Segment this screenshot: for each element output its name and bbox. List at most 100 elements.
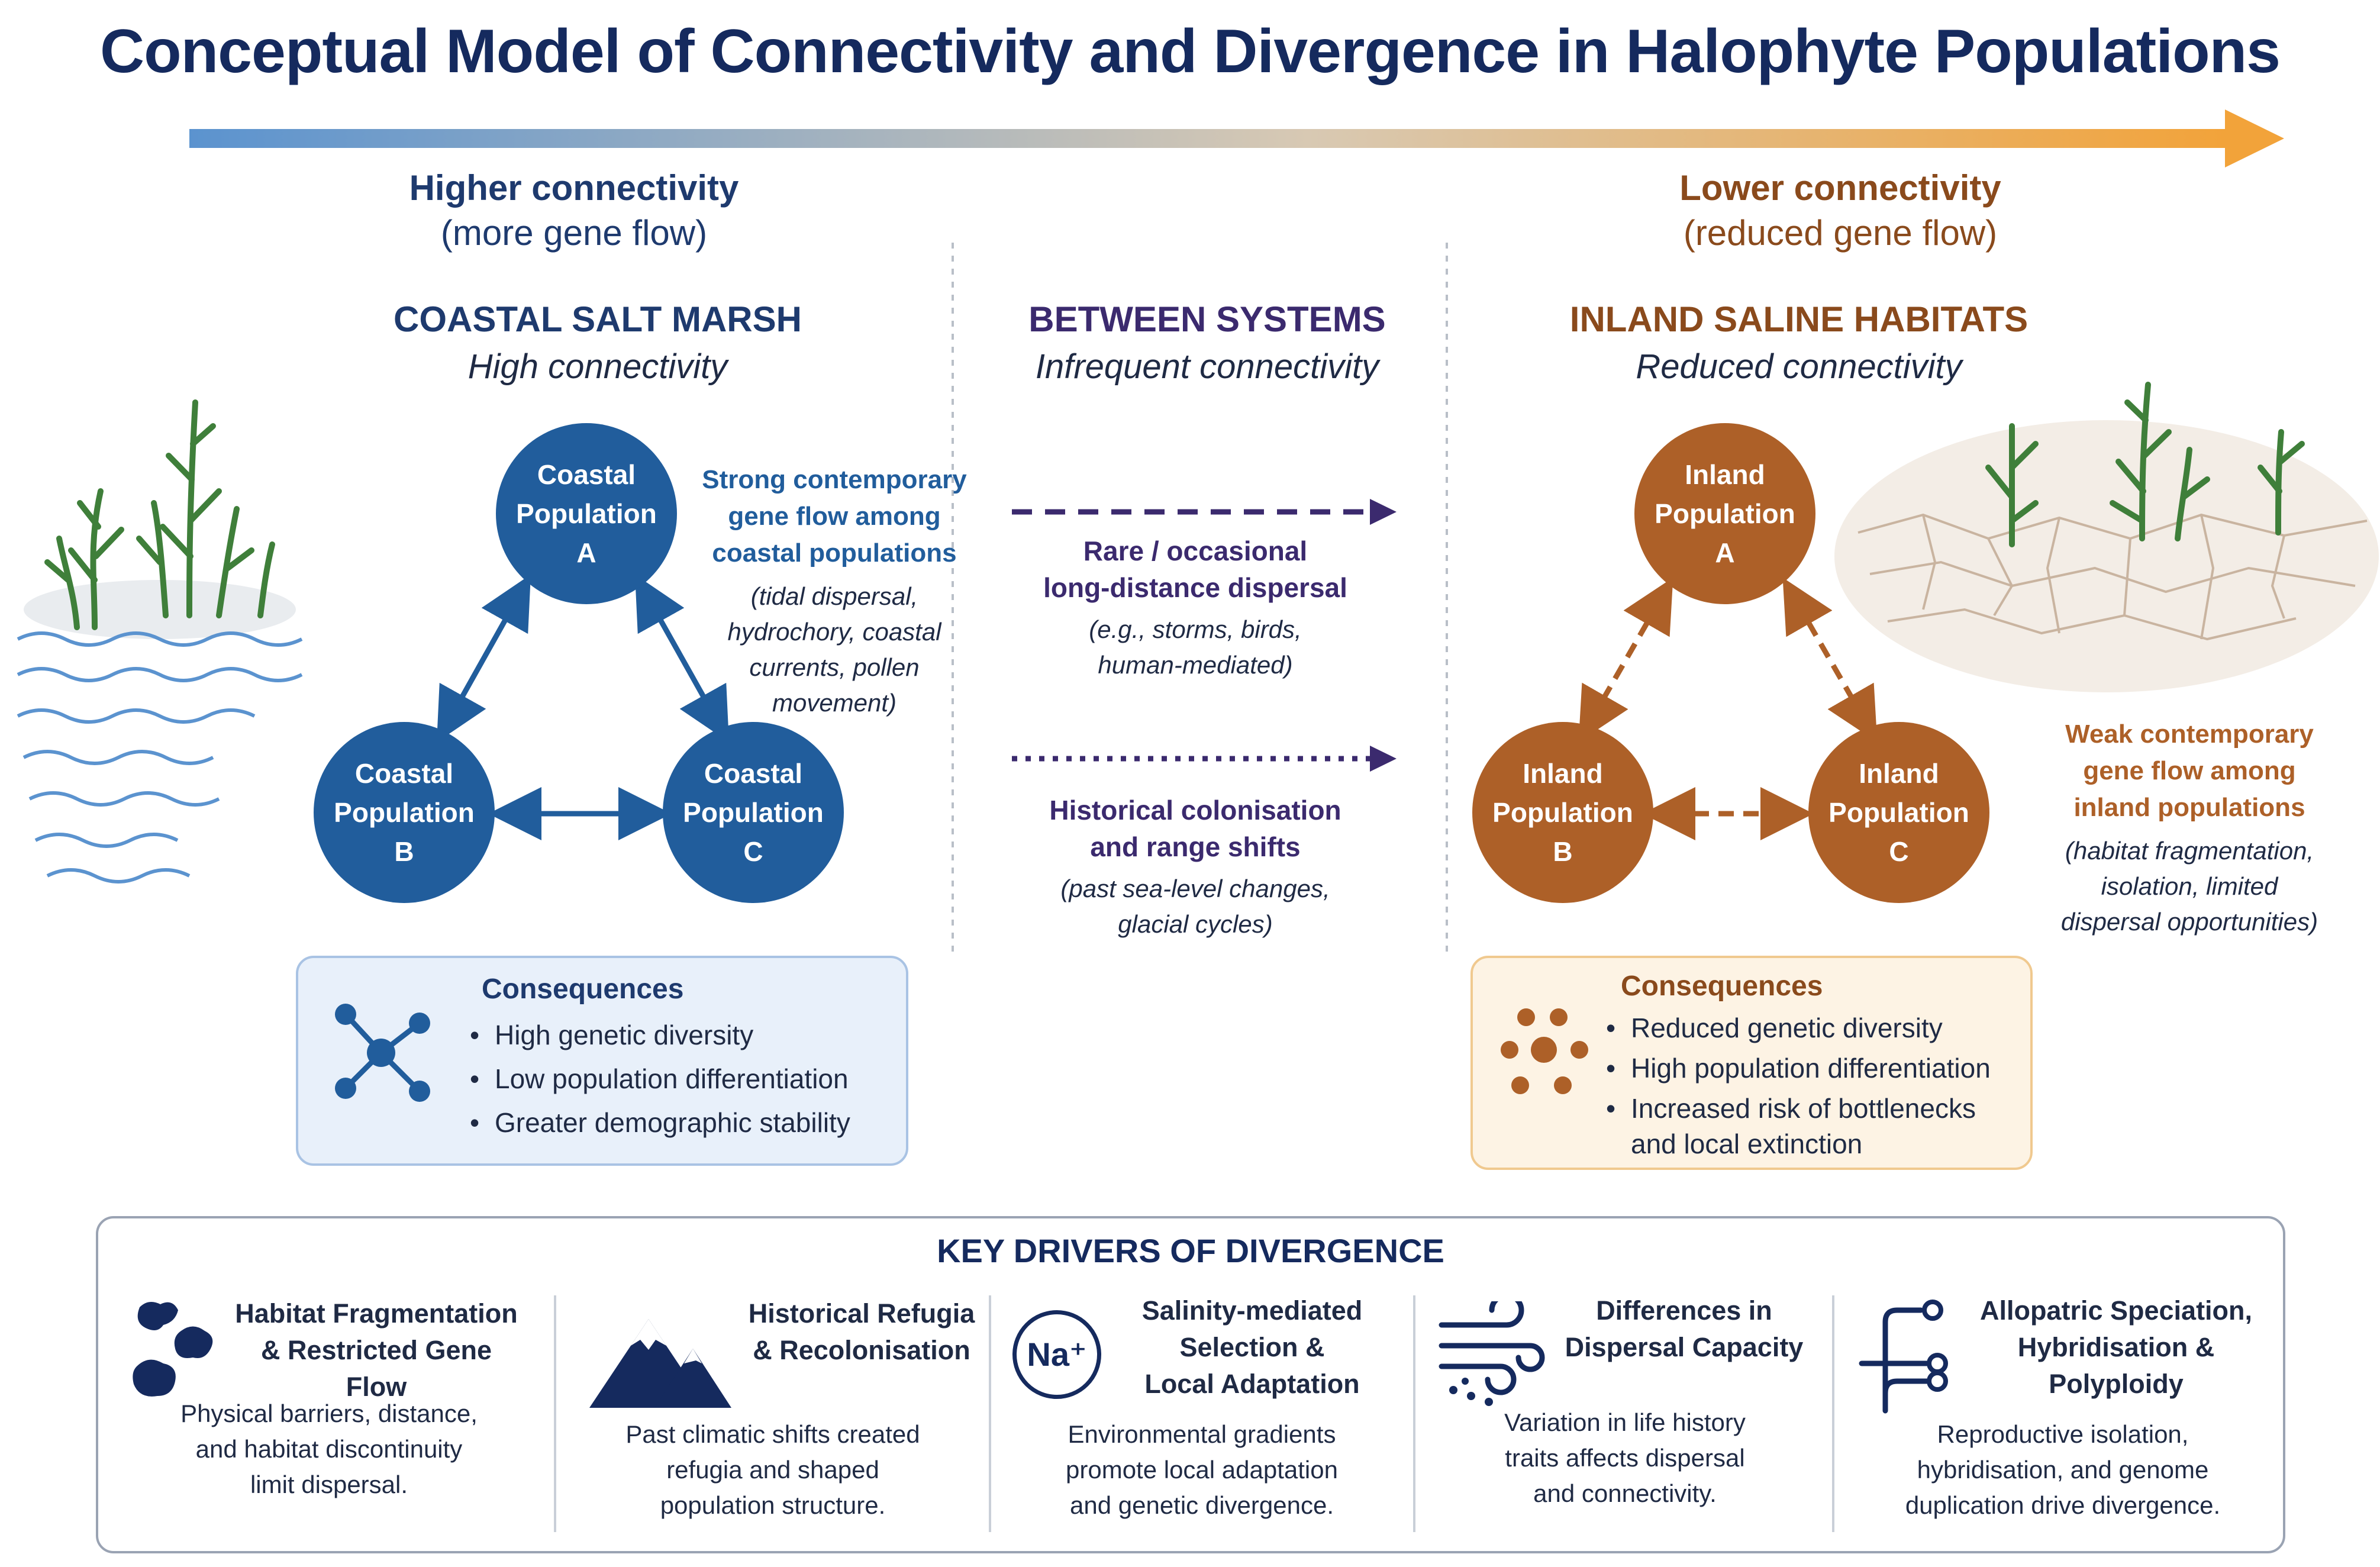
historical-colonisation-line-1: Historical colonisation xyxy=(1049,795,1341,826)
driver-4-desc-line-1: Variation in life history xyxy=(1504,1408,1746,1436)
coastal-flow-detail-3: currents, pollen xyxy=(749,653,920,681)
more-gene-flow-label: (more gene flow) xyxy=(440,213,708,253)
branching-icon xyxy=(1859,1300,1948,1414)
coastal-population-b-node: Coastal Population B xyxy=(314,722,495,903)
driver-3-title-line-1: Salinity-mediated xyxy=(1141,1295,1363,1326)
inland-flow-line-3: inland populations xyxy=(2073,793,2305,822)
inland-population-b-node: Inland Population B xyxy=(1472,722,1653,903)
column-divider-right xyxy=(1446,243,1448,959)
driver-1-desc-line-3: limit dispersal. xyxy=(250,1471,408,1498)
inland-flow-description: Weak contemporary gene flow among inland… xyxy=(2006,716,2373,940)
higher-connectivity-label: Higher connectivity xyxy=(409,168,739,208)
coastal-section-heading: COASTAL SALT MARSH High connectivity xyxy=(331,296,864,391)
scattered-dots-icon xyxy=(1501,1008,1588,1094)
inland-flow-detail-3: dispersal opportunities) xyxy=(2060,908,2318,936)
fragments-icon xyxy=(133,1302,213,1397)
driver-4-title-line-1: Differences in xyxy=(1596,1295,1772,1326)
coastal-flow-detail-4: movement) xyxy=(772,689,897,717)
key-drivers-heading: KEY DRIVERS OF DIVERGENCE xyxy=(937,1232,1444,1269)
between-title: BETWEEN SYSTEMS xyxy=(1028,299,1386,339)
connectivity-gradient-arrow xyxy=(189,109,2284,167)
driver-3-desc-line-2: promote local adaptation xyxy=(1066,1456,1338,1484)
driver-5-title-line-3: Polyploidy xyxy=(2049,1369,2184,1399)
lower-connectivity-header: Lower connectivity (reduced gene flow) xyxy=(1615,166,2065,256)
between-section-heading: BETWEEN SYSTEMS Infrequent connectivity xyxy=(970,296,1444,391)
rare-dispersal-line-2: long-distance dispersal xyxy=(1043,572,1347,603)
sodium-icon-text: Na⁺ xyxy=(1027,1336,1087,1373)
coastal-flow-detail-1: (tidal dispersal, xyxy=(750,582,918,610)
driver-1-title-line-1: Habitat Fragmentation xyxy=(235,1298,518,1329)
historical-colonisation-description: Historical colonisation and range shifts… xyxy=(994,792,1397,942)
driver-2-title-line-1: Historical Refugia xyxy=(748,1298,975,1329)
driver-5-desc-line-2: hybridisation, and genome xyxy=(1917,1456,2209,1484)
rare-dispersal-line-1: Rare / occasional xyxy=(1083,536,1308,566)
driver-2-desc-line-3: population structure. xyxy=(660,1491,886,1519)
driver-4-desc-line-3: and connectivity. xyxy=(1533,1479,1717,1507)
inland-flow-detail-1: (habitat fragmentation, xyxy=(2065,837,2314,865)
column-divider-left xyxy=(952,243,954,959)
inland-consequences-box: Consequences Reduced genetic diversity H… xyxy=(1470,956,2033,1170)
page-title: Conceptual Model of Connectivity and Div… xyxy=(100,17,2281,86)
driver-5-desc-line-3: duplication drive divergence. xyxy=(1905,1491,2221,1519)
inland-consequence-item: High population differentiation xyxy=(1606,1050,2020,1086)
rare-dispersal-arrow xyxy=(1012,499,1397,525)
coastal-flow-line-1: Strong contemporary xyxy=(702,465,967,494)
mountain-icon xyxy=(589,1319,731,1408)
network-icon xyxy=(335,1004,430,1102)
driver-5-desc-line-1: Reproductive isolation, xyxy=(1937,1420,2189,1448)
inland-flow-line-1: Weak contemporary xyxy=(2065,720,2314,749)
driver-3-desc-line-1: Environmental gradients xyxy=(1068,1420,1336,1448)
coastal-flow-detail-2: hydrochory, coastal xyxy=(727,618,941,646)
salt-marsh-plants-illustration xyxy=(17,399,303,884)
cracked-saline-soil-illustration xyxy=(1834,382,2379,692)
historical-colonisation-arrow xyxy=(1012,746,1397,772)
coastal-gene-flow-arrows xyxy=(436,574,730,840)
rare-dispersal-description: Rare / occasional long-distance dispersa… xyxy=(994,533,1397,683)
inland-population-a-node: Inland Population A xyxy=(1634,423,1815,604)
coastal-consequence-item: Low population differentiation xyxy=(470,1061,896,1097)
wind-icon xyxy=(1439,1301,1545,1406)
coastal-flow-description: Strong contemporary gene flow among coas… xyxy=(686,462,982,721)
coastal-population-c-node: Coastal Population C xyxy=(663,722,844,903)
historical-colonisation-detail-2: glacial cycles) xyxy=(1118,910,1273,938)
inland-population-c-node: Inland Population C xyxy=(1808,722,1989,903)
inland-consequences-title: Consequences xyxy=(1621,970,1823,1002)
driver-1-title-line-2: & Restricted Gene Flow xyxy=(260,1335,492,1402)
driver-4-desc-line-2: traits affects dispersal xyxy=(1505,1444,1745,1472)
key-drivers-panel: KEY DRIVERS OF DIVERGENCE Habitat Fragme… xyxy=(96,1216,2285,1553)
rare-dispersal-detail-1: (e.g., storms, birds, xyxy=(1089,615,1302,643)
inland-title: INLAND SALINE HABITATS xyxy=(1569,299,2029,339)
inland-consequence-item: Increased risk of bottlenecks and local … xyxy=(1606,1091,1998,1162)
driver-3-title-line-3: Local Adaptation xyxy=(1144,1369,1360,1399)
sodium-icon: Na⁺ xyxy=(1012,1310,1101,1399)
driver-1-desc-line-1: Physical barriers, distance, xyxy=(180,1400,478,1427)
driver-2-title-line-2: & Recolonisation xyxy=(753,1335,970,1365)
coastal-consequence-item: High genetic diversity xyxy=(470,1017,896,1053)
driver-divider xyxy=(989,1295,991,1532)
coastal-flow-line-3: coastal populations xyxy=(712,539,957,568)
driver-3-title-line-2: Selection & xyxy=(1179,1332,1325,1362)
driver-divider xyxy=(1413,1295,1415,1532)
reduced-gene-flow-label: (reduced gene flow) xyxy=(1683,213,1998,253)
inland-flow-line-2: gene flow among xyxy=(2083,756,2296,785)
driver-1-desc-line-2: and habitat discontinuity xyxy=(195,1435,463,1463)
historical-colonisation-line-2: and range shifts xyxy=(1090,831,1301,862)
between-subtitle: Infrequent connectivity xyxy=(1035,347,1379,386)
coastal-population-a-node: Coastal Population A xyxy=(496,423,677,604)
rare-dispersal-detail-2: human-mediated) xyxy=(1098,651,1293,679)
driver-5-title-line-1: Allopatric Speciation, xyxy=(1979,1295,2253,1326)
inland-section-heading: INLAND SALINE HABITATS Reduced connectiv… xyxy=(1515,296,2083,391)
inland-flow-detail-2: isolation, limited xyxy=(2101,872,2278,900)
driver-divider xyxy=(1832,1295,1834,1532)
driver-2-desc-line-2: refugia and shaped xyxy=(666,1456,879,1484)
coastal-consequence-item: Greater demographic stability xyxy=(470,1105,896,1140)
coastal-title: COASTAL SALT MARSH xyxy=(394,299,802,339)
coastal-subtitle: High connectivity xyxy=(467,347,728,386)
coastal-consequences-box: Consequences High genetic diversity Low … xyxy=(296,956,908,1166)
lower-connectivity-label: Lower connectivity xyxy=(1679,168,2001,208)
driver-3-desc-line-3: and genetic divergence. xyxy=(1070,1491,1334,1519)
coastal-flow-line-2: gene flow among xyxy=(728,502,941,531)
higher-connectivity-header: Higher connectivity (more gene flow) xyxy=(349,166,799,256)
coastal-consequences-title: Consequences xyxy=(482,973,684,1005)
inland-subtitle: Reduced connectivity xyxy=(1636,347,1962,386)
